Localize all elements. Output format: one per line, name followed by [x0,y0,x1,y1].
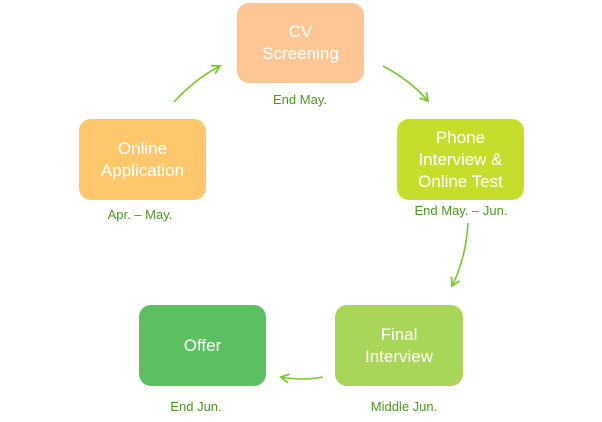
timing-online-application: Apr. – May. [107,207,173,222]
step-label-final-interview: Final Interview [364,324,434,366]
timing-offer: End Jun. [170,399,222,414]
timing-phone-interview: End May. – Jun. [414,203,508,218]
arrow-cv-to-phone [382,65,430,103]
step-box-final-interview: Final Interview [335,305,463,386]
step-label-phone-interview: Phone Interview & Online Test [418,127,503,191]
step-label-offer: Offer [183,335,222,355]
step-box-cv-screening: CV Screening [237,3,364,83]
step-box-online-application: Online Application [79,119,206,200]
timing-cv-screening: End May. [273,92,327,107]
arrow-application-to-cv [173,64,222,103]
timing-final-interview: Middle Jun. [370,399,438,414]
arrow-final-to-offer [279,373,324,384]
arrow-phone-to-final [450,222,469,288]
step-box-offer: Offer [139,305,266,386]
step-label-cv-screening: CV Screening [262,22,339,63]
step-box-phone-interview: Phone Interview & Online Test [397,119,524,200]
step-label-online-application: Online Application [100,138,185,180]
